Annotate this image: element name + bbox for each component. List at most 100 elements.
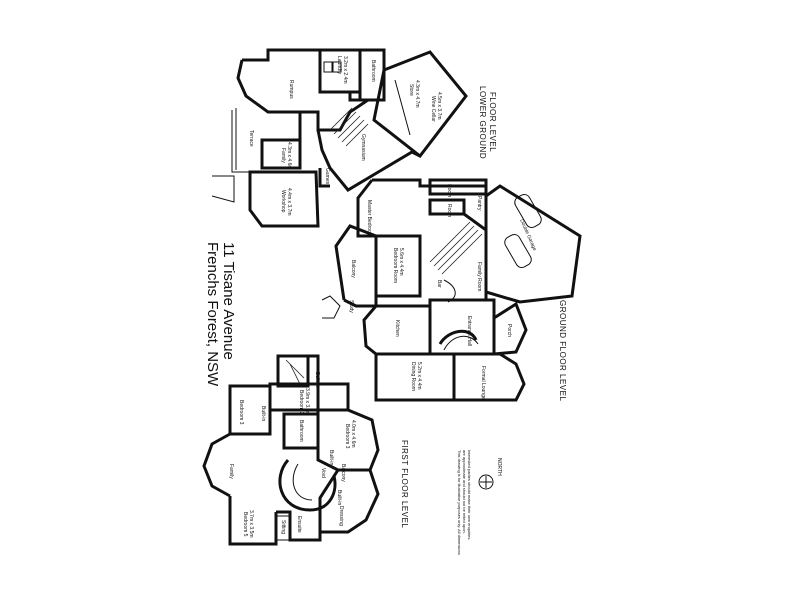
ground-garage-walls: [484, 184, 582, 304]
first-floor-labels: Bedroom 2 3.9m x 3.5m Built-in Bedroom 3…: [228, 372, 409, 538]
room-label-bathroom: Bathroom: [298, 420, 304, 442]
ground-floor-plan: [321, 178, 582, 402]
compass: NORTH: [478, 458, 502, 490]
level-label-ground: GROUND FLOOR LEVEL: [558, 300, 567, 402]
ground-curved-stair-inner: [443, 335, 479, 351]
room-label-porch: Porch: [506, 324, 512, 337]
address-block: 11 Tisane Avenue Frenchs Forest, NSW: [204, 242, 237, 387]
room-label-double-garage: Double Garage: [518, 218, 537, 252]
room-label-workshop-dim: 4.4m x 3.7m: [286, 188, 292, 216]
room-label-rumpus: Rumpus: [288, 80, 294, 99]
ground-porch-walls: [492, 301, 528, 356]
room-label-bedroom-2-dim: 3.9m x 3.5m: [304, 388, 310, 416]
room-label-laundry: Laundry: [336, 56, 342, 75]
room-label-family-first: Family: [228, 464, 234, 479]
ground-stairs: [429, 221, 483, 275]
room-label-study: Study: [348, 300, 354, 313]
first-bedroom4-walls: [228, 384, 272, 436]
room-label-dining-room: Dining Room: [410, 362, 416, 391]
room-label-void: Void: [320, 468, 326, 478]
room-label-kitchen: Kitchen: [394, 320, 400, 337]
room-label-laundry-dim: 3.2m x 2.4m: [342, 56, 348, 84]
disclaimer-note: This drawing is for illustrative purpose…: [457, 450, 472, 555]
room-label-store: Store: [408, 84, 414, 96]
lower-ground-floor-plan: [211, 48, 468, 228]
address-line-1: 11 Tisane Avenue: [220, 242, 237, 360]
room-label-bedroom-5-dim: 3.7m x 3.5m: [248, 510, 254, 538]
room-label-dressing: Dressing: [338, 506, 344, 526]
room-label-terrace: Terrace: [248, 130, 254, 147]
room-label-master-bedroom: Master Bedroom: [366, 200, 372, 237]
ground-room-top-2: [428, 198, 466, 216]
room-label-family-room: Family Room: [476, 262, 482, 291]
room-label-dining-room-dim: 5.2m x 4.4m: [416, 362, 422, 390]
room-label-workshop: Workshop: [280, 190, 286, 213]
room-label-wine-cellar: Wine Cellar: [430, 96, 436, 122]
first-bath-walls: [282, 412, 320, 450]
room-label-bedroom-4: Bedroom 3: [238, 400, 244, 425]
lower-gym-walls: [316, 129, 421, 192]
lower-wall-gym-north: [300, 98, 369, 132]
room-label-bedroom-5: Bedroom 5: [242, 512, 248, 537]
room-label-room-1: Room: [446, 184, 452, 197]
first-bathroom-walls: [318, 468, 380, 534]
room-label-store-dim: 4.3m x 4.7m: [414, 80, 420, 108]
room-label-balcony: Balcony: [350, 260, 356, 278]
room-label-built-in-2: Built-in: [260, 406, 266, 422]
laundry-fixture: [323, 61, 333, 73]
room-label-built-in-4: Built-in: [336, 490, 342, 506]
level-label-lower-1: LOWER GROUND: [478, 86, 487, 159]
room-label-balcony-first: Balcony: [340, 464, 346, 482]
disclaimer-line-3: Interested parties should make their own…: [467, 450, 472, 541]
room-label-bathroom: Bathroom: [370, 60, 376, 82]
lower-wall-rumpus: [236, 59, 302, 140]
compass-icon: [478, 474, 494, 490]
room-label-bedroom-room: Bedroom Room: [392, 248, 398, 283]
level-label-first: FIRST FLOOR LEVEL: [400, 440, 409, 528]
lower-steps: [211, 175, 235, 203]
disclaimer-line-2: are approximate and should not be relied…: [462, 450, 467, 534]
room-label-room-2: Room: [446, 204, 452, 217]
lower-family-walls: [260, 138, 302, 170]
lower-store-walls: [318, 168, 330, 188]
ground-bar-curve: [443, 279, 456, 303]
room-label-bedroom-3-dim: 4.0m x 4.6m: [350, 420, 356, 448]
garage-cars: [504, 193, 542, 269]
first-floor-plan: [202, 354, 380, 546]
first-bedroom3-walls: [316, 408, 380, 472]
ground-curved-stair: [438, 329, 478, 345]
lower-wine-cellar-walls: [372, 50, 468, 159]
ground-lounge-walls: [452, 352, 526, 402]
first-stairs: [285, 359, 305, 385]
room-label-bedroom-2: Bedroom 2: [298, 390, 304, 415]
ground-entrance-walls: [428, 298, 496, 356]
ground-bedroom-walls: [374, 234, 422, 298]
cellar-partition: [394, 79, 411, 136]
room-label-formal-lounge: Formal Lounge: [480, 366, 486, 400]
room-label-built-in: Built-in: [314, 372, 320, 388]
room-label-family: Family: [280, 148, 286, 163]
room-label-pantry: Pantry: [476, 196, 482, 211]
ground-steps: [321, 295, 341, 319]
room-label-entrance-hall: Entrance Hall: [466, 316, 472, 346]
lower-ground-labels: Rumpus Laundry 3.2m x 2.4m Bathroom Terr…: [248, 56, 497, 216]
lower-stairs: [329, 107, 369, 147]
room-label-wine-cellar-dim: 4.5m x 3.7m: [436, 92, 442, 120]
level-label-lower-2: FLOOR LEVEL: [488, 92, 497, 152]
first-family-bay: [202, 432, 231, 498]
ground-floor-labels: Room Room Pantry Master Bedroom Balcony …: [348, 184, 567, 402]
room-label-sitting: Sitting: [280, 520, 286, 534]
first-void-curve-inner: [292, 463, 313, 501]
first-sitting-box: [275, 515, 291, 541]
ground-balcony-walls: [334, 224, 377, 301]
first-void-curve: [278, 459, 337, 512]
room-label-games: Games: [324, 168, 330, 185]
room-label-gymnasium: Gymnasium: [360, 134, 366, 161]
address-line-2: Frenchs Forest, NSW: [204, 242, 221, 387]
first-stair-box: [276, 354, 310, 388]
room-label-family-dim: 4.3m x 4.6m: [286, 142, 292, 170]
room-label-built-in-3: Built-in: [328, 450, 334, 466]
lower-workshop-walls: [248, 170, 320, 228]
room-label-bar: Bar: [436, 280, 442, 288]
